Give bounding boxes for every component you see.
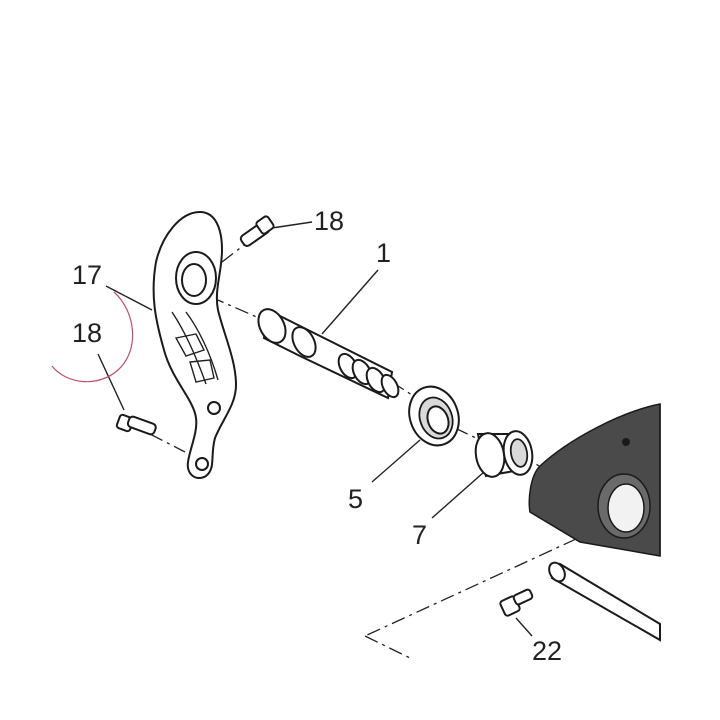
- pin-rod: [548, 561, 661, 642]
- highlight-circle: [51, 291, 134, 383]
- callout-18-left: 18: [72, 318, 102, 348]
- callout-22: 22: [532, 636, 562, 666]
- callout-18-top: 18: [314, 206, 344, 236]
- bearing-part-5: [408, 385, 460, 447]
- bolt-18-top: [239, 215, 275, 247]
- callout-5: 5: [348, 484, 363, 514]
- leader-lines: [97, 221, 533, 637]
- bushing-part-7: [474, 430, 534, 478]
- bracket-part-17: [152, 210, 238, 480]
- callout-1: 1: [376, 238, 391, 268]
- callout-7: 7: [412, 520, 427, 550]
- housing-arm: [528, 403, 661, 557]
- bolt-18-left: [115, 413, 157, 436]
- bolt-22: [499, 588, 534, 617]
- shaft-part-1: [257, 308, 400, 400]
- callout-17: 17: [72, 260, 102, 290]
